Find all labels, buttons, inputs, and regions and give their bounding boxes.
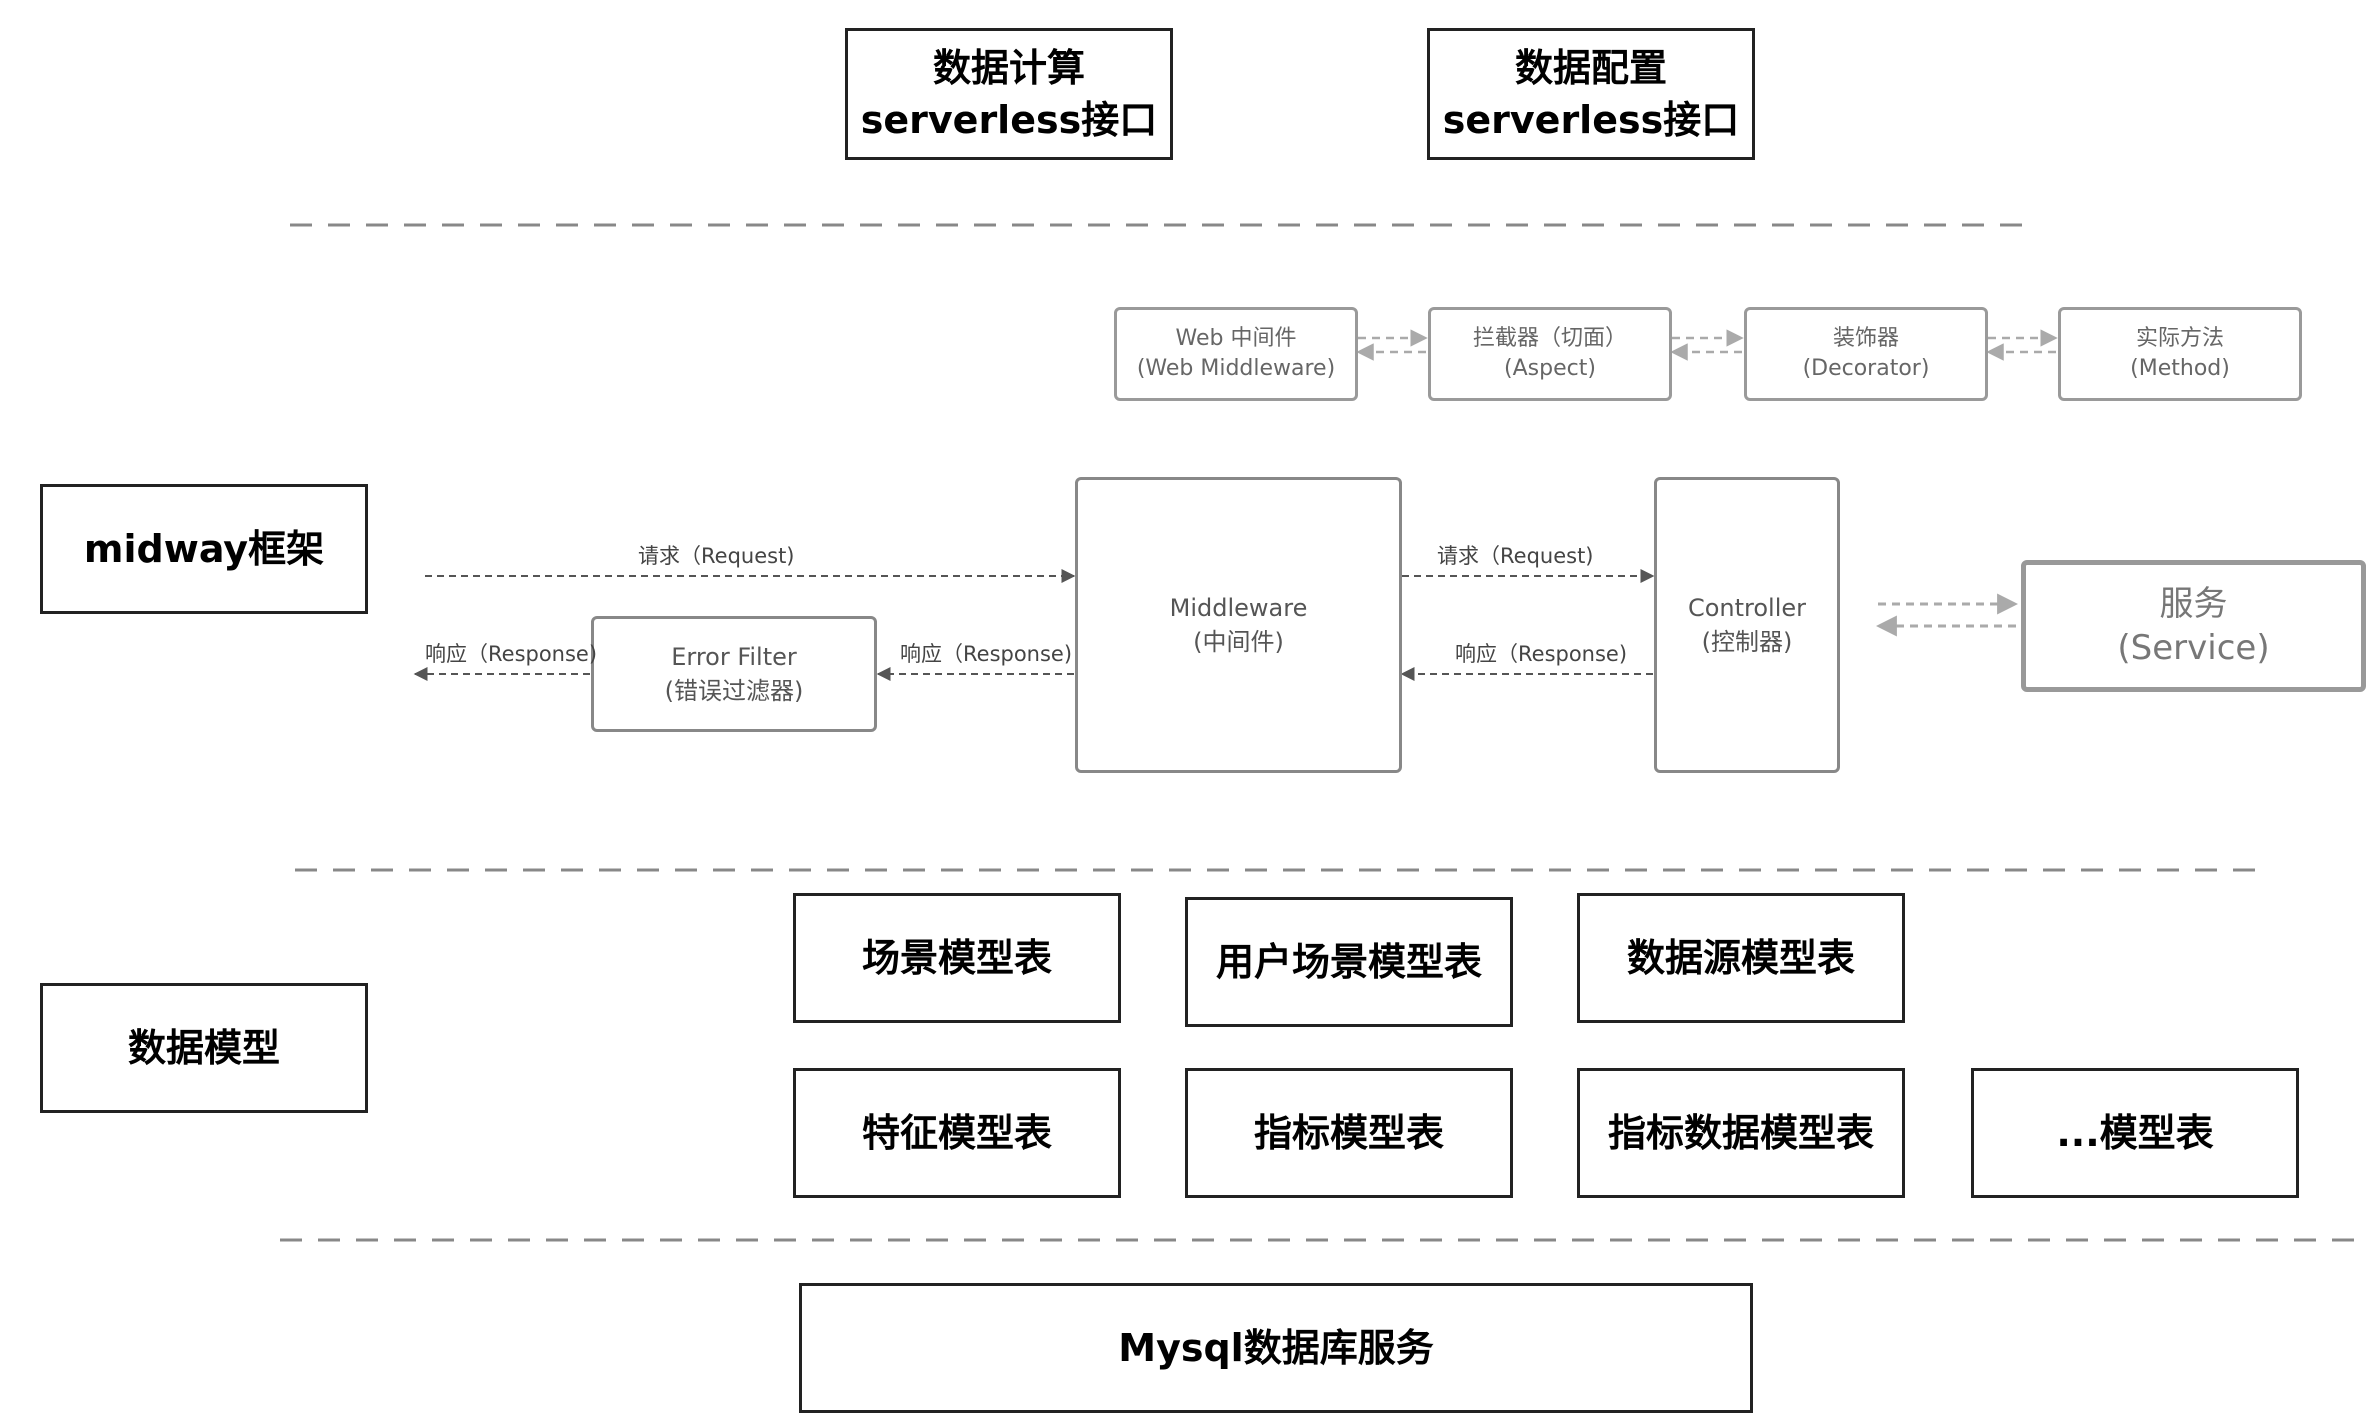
pipeline-web-middleware-line1: Web 中间件 bbox=[1175, 326, 1297, 351]
pipeline-decorator-line1: 装饰器 bbox=[1832, 326, 1899, 351]
model-table-feature: 特征模型表 bbox=[793, 1068, 1121, 1198]
pipeline-method: 实际方法 (Method) bbox=[2058, 307, 2302, 401]
data-config-label-line1: 数据配置 bbox=[1514, 46, 1667, 90]
middleware-box: Middleware (中间件) bbox=[1075, 477, 1402, 773]
model-table-metric: 指标模型表 bbox=[1185, 1068, 1513, 1198]
pipeline-aspect: 拦截器（切面） (Aspect) bbox=[1428, 307, 1672, 401]
service-line1: 服务 bbox=[2159, 584, 2228, 624]
controller-line1: Controller bbox=[1687, 594, 1807, 622]
model-table-metric-data: 指标数据模型表 bbox=[1577, 1068, 1905, 1198]
data-calc-label-line1: 数据计算 bbox=[932, 46, 1085, 90]
data-calc-label-line2: serverless接口 bbox=[860, 98, 1158, 142]
model-table-scene-label: 场景模型表 bbox=[861, 936, 1052, 980]
mysql-database-box: Mysql数据库服务 bbox=[799, 1283, 1753, 1413]
model-table-metric-data-label: 指标数据模型表 bbox=[1607, 1111, 1874, 1155]
response-label-middleware: 响应（Response) bbox=[900, 642, 1073, 666]
model-table-datasource: 数据源模型表 bbox=[1577, 893, 1905, 1023]
model-table-metric-label: 指标模型表 bbox=[1253, 1111, 1444, 1155]
data-calc-serverless-box: 数据计算 serverless接口 bbox=[845, 28, 1173, 160]
error-filter-line1: Error Filter bbox=[671, 643, 797, 671]
controller-line2: (控制器) bbox=[1701, 628, 1793, 656]
pipeline-aspect-line2: (Aspect) bbox=[1504, 356, 1596, 381]
model-table-scene: 场景模型表 bbox=[793, 893, 1121, 1023]
pipeline-decorator: 装饰器 (Decorator) bbox=[1744, 307, 1988, 401]
pipeline-web-middleware: Web 中间件 (Web Middleware) bbox=[1114, 307, 1358, 401]
pipeline-method-line2: (Method) bbox=[2130, 356, 2230, 381]
service-line2: (Service) bbox=[2117, 628, 2270, 668]
middleware-line2: (中间件) bbox=[1193, 628, 1284, 656]
model-table-user-scene: 用户场景模型表 bbox=[1185, 897, 1513, 1027]
error-filter-line2: (错误过滤器) bbox=[664, 677, 804, 705]
data-config-label-line2: serverless接口 bbox=[1442, 98, 1740, 142]
model-table-more-label: ...模型表 bbox=[2056, 1111, 2214, 1155]
model-table-user-scene-label: 用户场景模型表 bbox=[1215, 940, 1482, 984]
request-label-right: 请求（Request) bbox=[1437, 544, 1594, 568]
response-label-controller: 响应（Response) bbox=[1455, 642, 1628, 666]
midway-framework-label: midway框架 bbox=[83, 527, 325, 571]
model-table-feature-label: 特征模型表 bbox=[861, 1111, 1052, 1155]
pipeline-decorator-line2: (Decorator) bbox=[1802, 356, 1930, 381]
data-config-serverless-box: 数据配置 serverless接口 bbox=[1427, 28, 1755, 160]
response-label-out: 响应（Response) bbox=[425, 642, 598, 666]
service-box: 服务 (Service) bbox=[2021, 560, 2366, 692]
request-label-left: 请求（Request) bbox=[638, 544, 795, 568]
data-model-label: 数据模型 bbox=[127, 1026, 280, 1070]
data-model-box: 数据模型 bbox=[40, 983, 368, 1113]
model-table-datasource-label: 数据源模型表 bbox=[1626, 936, 1855, 980]
controller-box: Controller (控制器) bbox=[1654, 477, 1840, 773]
midway-framework-box: midway框架 bbox=[40, 484, 368, 614]
pipeline-aspect-line1: 拦截器（切面） bbox=[1472, 326, 1627, 351]
mysql-database-label: Mysql数据库服务 bbox=[1118, 1326, 1434, 1370]
pipeline-web-middleware-line2: (Web Middleware) bbox=[1136, 356, 1336, 381]
pipeline-method-line1: 实际方法 bbox=[2135, 326, 2224, 351]
error-filter-box: Error Filter (错误过滤器) bbox=[591, 616, 877, 732]
model-table-more: ...模型表 bbox=[1971, 1068, 2299, 1198]
middleware-line1: Middleware bbox=[1169, 594, 1308, 622]
